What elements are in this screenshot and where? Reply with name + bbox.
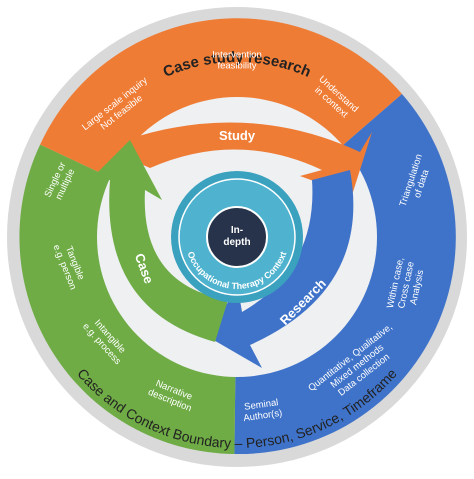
research-arrow	[205, 170, 354, 368]
center-label: In-depth	[223, 225, 250, 248]
orange-segment-label-line: Intervention	[212, 50, 262, 61]
center-label-line: depth	[223, 237, 250, 248]
blue-segment-label-4: SeminalAuthor(s)	[241, 397, 283, 424]
study-label: Study	[219, 128, 256, 143]
center-circle	[206, 206, 268, 268]
blue-segment-label-line: Seminal	[244, 397, 280, 413]
case-arrow	[88, 140, 228, 342]
center-label-line: In-	[231, 225, 243, 236]
blue-segment-label-line: Author(s)	[243, 408, 283, 424]
study-arrow	[104, 122, 372, 195]
orange-segment-label-line: feasibility	[217, 61, 256, 72]
